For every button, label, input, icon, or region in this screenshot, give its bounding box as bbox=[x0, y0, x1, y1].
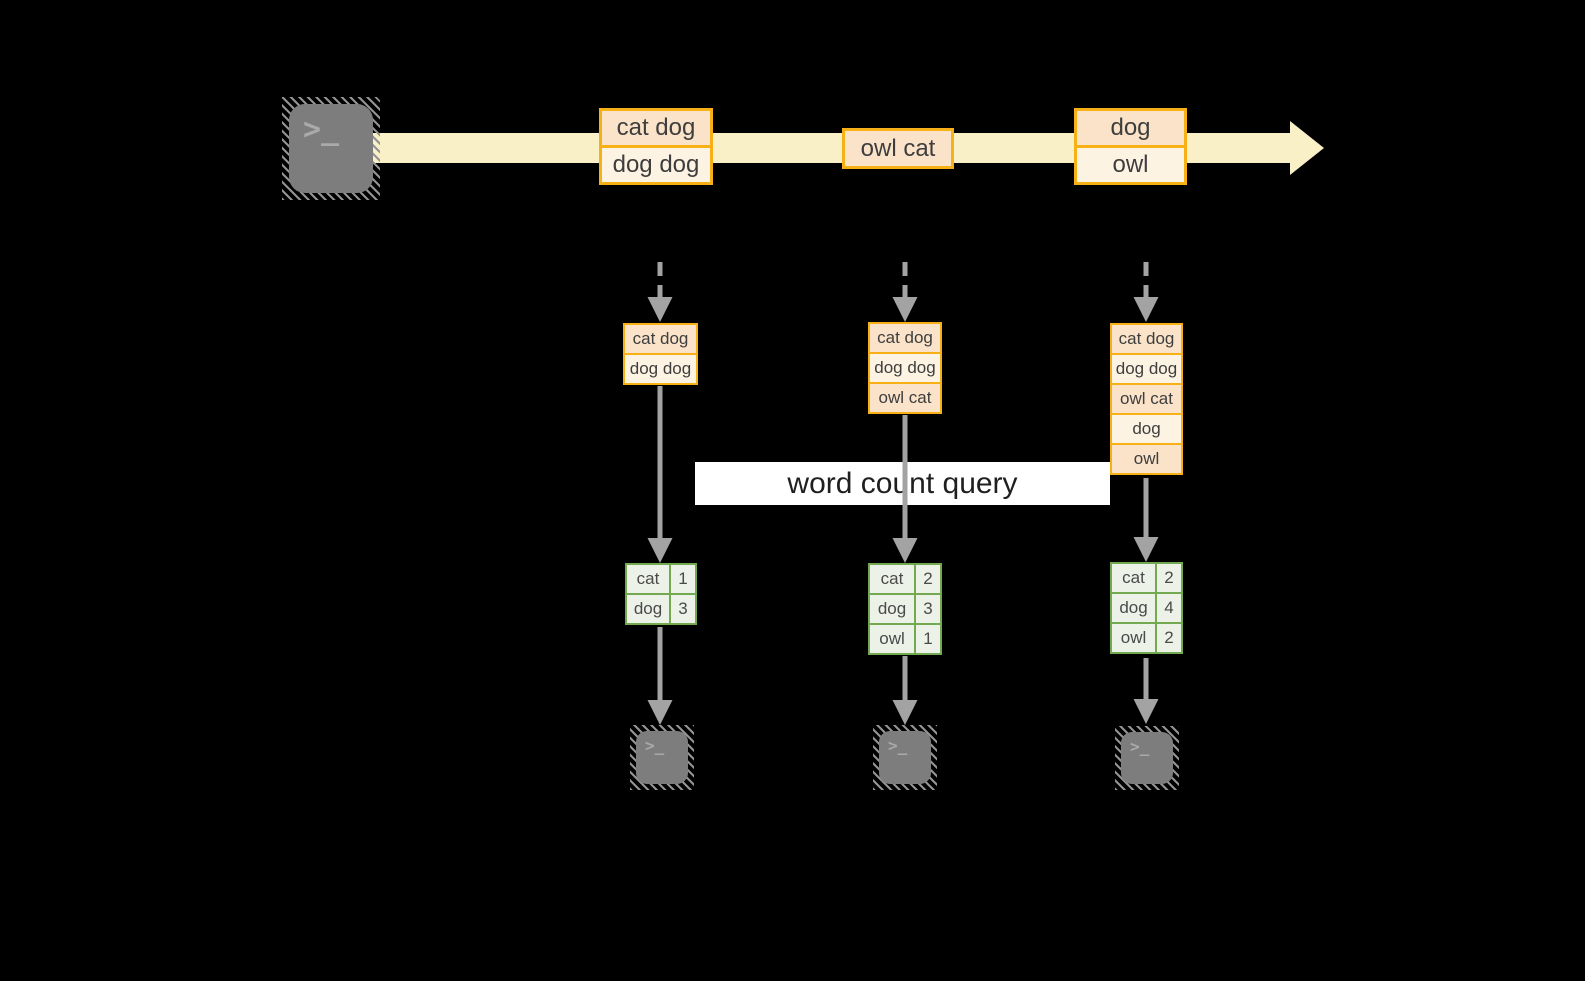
buffer-line: cat dog bbox=[625, 325, 696, 353]
source-terminal-icon: >_ bbox=[282, 97, 380, 200]
record-line: cat dog bbox=[602, 111, 710, 145]
output-terminal-icon-1: >_ bbox=[630, 725, 694, 790]
count-value: 2 bbox=[916, 565, 940, 593]
count-table-1: cat 1 dog 3 bbox=[625, 563, 697, 625]
buffer-line: dog bbox=[1112, 415, 1181, 443]
buffer-line: dog dog bbox=[1112, 355, 1181, 383]
buffer-line: owl cat bbox=[1112, 385, 1181, 413]
record-line: dog dog bbox=[602, 148, 710, 182]
count-value: 2 bbox=[1157, 564, 1181, 592]
count-word: cat bbox=[627, 565, 669, 593]
terminal-prompt-icon: >_ bbox=[636, 731, 688, 784]
count-word: cat bbox=[1112, 564, 1155, 592]
count-word: dog bbox=[1112, 594, 1155, 622]
output-terminal-icon-3: >_ bbox=[1115, 726, 1179, 790]
count-value: 1 bbox=[916, 625, 940, 653]
terminal-prompt-icon: >_ bbox=[879, 731, 931, 784]
stream-record-3: dog owl bbox=[1074, 108, 1187, 185]
buffer-line: cat dog bbox=[1112, 325, 1181, 353]
buffer-line: cat dog bbox=[870, 324, 940, 352]
record-line: owl cat bbox=[845, 131, 951, 166]
buffer-line: owl bbox=[1112, 445, 1181, 473]
state-buffer-3: cat dog dog dog owl cat dog owl bbox=[1110, 323, 1183, 475]
count-word: owl bbox=[870, 625, 914, 653]
stream-record-2: owl cat bbox=[842, 128, 954, 169]
count-table-3: cat 2 dog 4 owl 2 bbox=[1110, 562, 1183, 654]
terminal-prompt-icon: >_ bbox=[289, 104, 373, 193]
stream-record-1: cat dog dog dog bbox=[599, 108, 713, 185]
buffer-line: dog dog bbox=[870, 354, 940, 382]
record-line: owl bbox=[1077, 148, 1184, 182]
terminal-prompt-icon: >_ bbox=[1121, 732, 1173, 784]
state-buffer-2: cat dog dog dog owl cat bbox=[868, 322, 942, 414]
count-word: dog bbox=[870, 595, 914, 623]
query-title-label: word count query bbox=[787, 466, 1018, 500]
count-word: owl bbox=[1112, 624, 1155, 652]
count-word: dog bbox=[627, 595, 669, 623]
record-line: dog bbox=[1077, 111, 1184, 145]
buffer-line: owl cat bbox=[870, 384, 940, 412]
count-value: 1 bbox=[671, 565, 695, 593]
state-buffer-1: cat dog dog dog bbox=[623, 323, 698, 385]
count-word: cat bbox=[870, 565, 914, 593]
buffer-line: dog dog bbox=[625, 355, 696, 383]
count-value: 4 bbox=[1157, 594, 1181, 622]
count-value: 2 bbox=[1157, 624, 1181, 652]
output-terminal-icon-2: >_ bbox=[873, 725, 937, 790]
count-value: 3 bbox=[671, 595, 695, 623]
count-table-2: cat 2 dog 3 owl 1 bbox=[868, 563, 942, 655]
count-value: 3 bbox=[916, 595, 940, 623]
